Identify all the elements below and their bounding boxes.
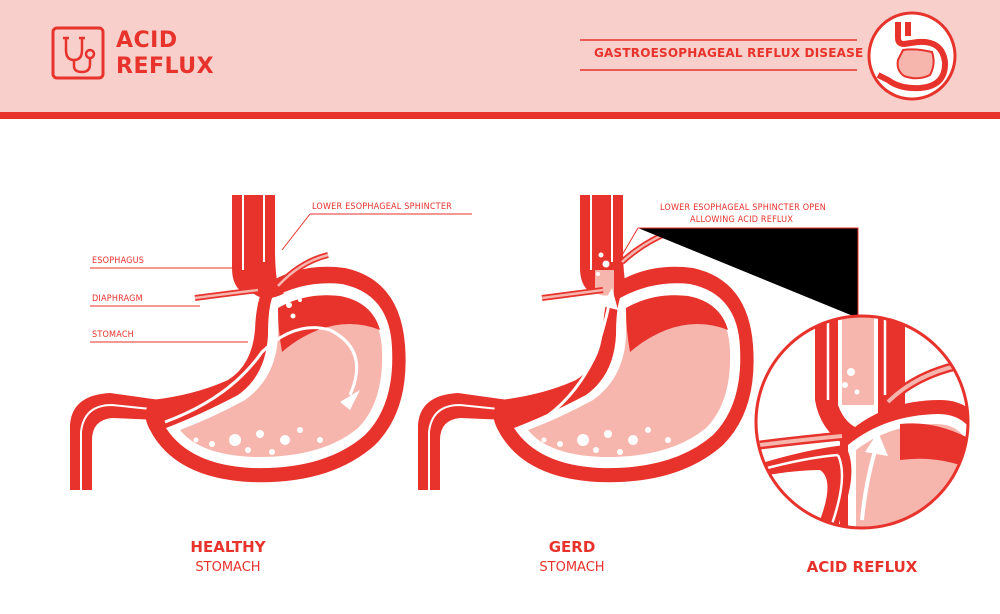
label-sphincter-open-line2: ALLOWING ACID REFLUX bbox=[690, 215, 794, 225]
label-esophagus: ESOPHAGUS bbox=[92, 256, 145, 266]
label-sphincter-open-line1: LOWER ESOPHAGEAL SPHINCTER OPEN bbox=[660, 203, 826, 213]
label-diaphragm: DIAPHRAGM bbox=[92, 294, 143, 304]
label-stomach: STOMACH bbox=[92, 330, 134, 340]
header-band bbox=[0, 0, 1000, 112]
stomach-icon bbox=[867, 11, 957, 101]
healthy-stomach bbox=[69, 194, 407, 491]
caption-gerd: GERD bbox=[548, 538, 596, 556]
zoom-detail bbox=[754, 314, 970, 530]
page-subtitle: GASTROESOPHAGEAL REFLUX DISEASE bbox=[594, 46, 864, 60]
title-line-1: ACID bbox=[116, 28, 178, 53]
caption-gerd-sub: STOMACH bbox=[539, 560, 605, 575]
caption-healthy-sub: STOMACH bbox=[195, 560, 261, 575]
leader-sphincter-open bbox=[638, 227, 859, 318]
gerd-stomach bbox=[417, 194, 755, 491]
label-sphincter: LOWER ESOPHAGEAL SPHINCTER bbox=[312, 202, 452, 212]
caption-acid-reflux: ACID REFLUX bbox=[806, 558, 918, 576]
stethoscope-icon bbox=[51, 26, 105, 80]
caption-healthy: HEALTHY bbox=[190, 538, 266, 556]
header-rule bbox=[0, 112, 1000, 119]
title-line-2: REFLUX bbox=[116, 54, 215, 79]
